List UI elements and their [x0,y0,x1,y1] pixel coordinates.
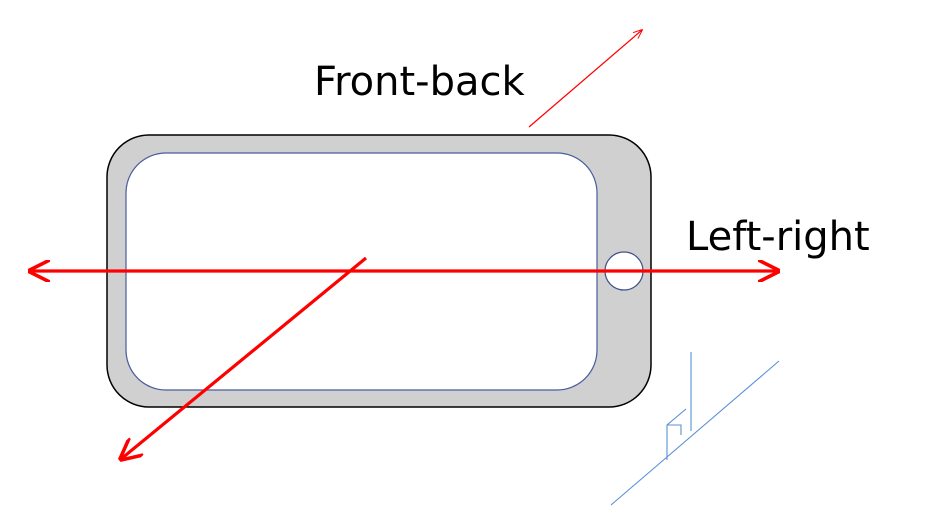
left-right-label: Left-right [686,214,870,260]
front-back-axis-arrow [121,256,368,459]
front-back-arrow-thin [528,30,642,128]
perspective-diagonal-line [610,360,780,506]
right-angle-marker [666,408,687,460]
right-angle-marker-inner [667,424,682,435]
front-back-label: Front-back [314,59,525,105]
perspective-guide [610,352,780,506]
